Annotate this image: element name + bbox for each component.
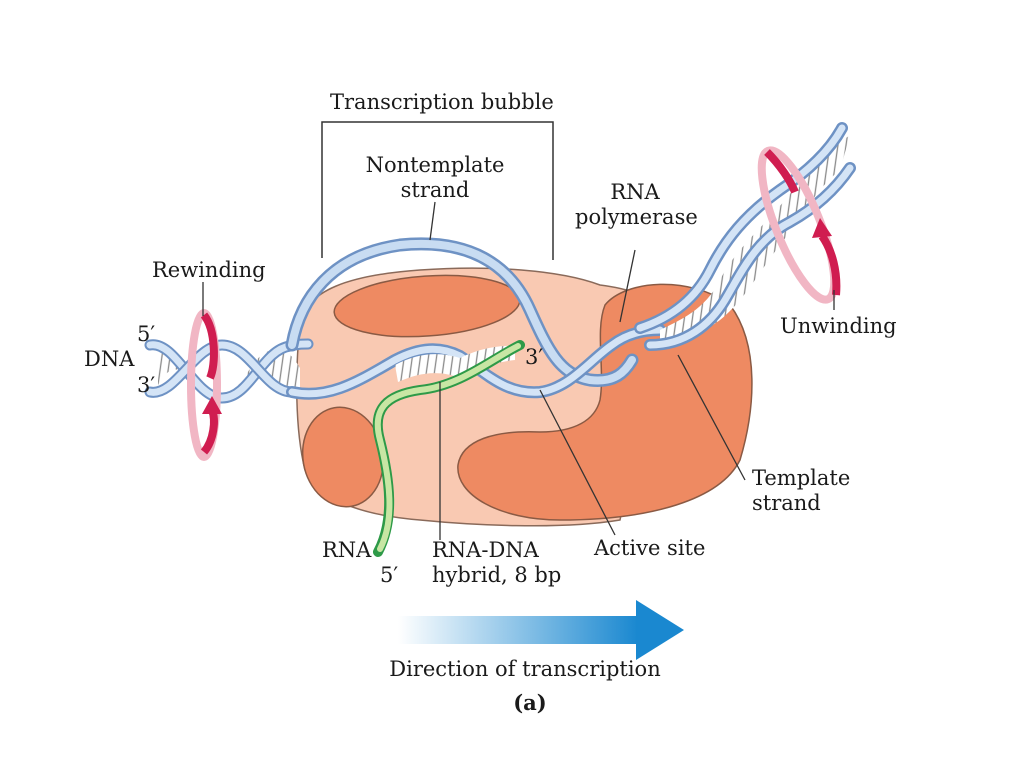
- template-leader: [677, 354, 746, 481]
- dna-five-prime-label: 5′: [137, 322, 156, 346]
- rna-polymerase-label: RNA polymerase: [575, 180, 698, 229]
- rna-polymerase-leader: [619, 249, 636, 323]
- direction-label: Direction of transcription: [389, 657, 661, 681]
- unwinding-arrow: [757, 146, 841, 304]
- direction-arrow: [398, 600, 684, 660]
- rna-three-prime-label: 3′: [525, 345, 544, 369]
- template-strand-label: Template strand: [752, 466, 851, 515]
- rna-label: RNA: [322, 538, 372, 562]
- rewinding-arrow: [187, 309, 222, 461]
- template-strand: [286, 324, 666, 400]
- dna-label: DNA: [84, 347, 135, 371]
- transcription-bubble-label: Transcription bubble: [330, 90, 554, 114]
- active-site-label: Active site: [594, 536, 706, 560]
- transcription-bubble-bracket: [321, 121, 554, 260]
- leader-lines: [202, 201, 835, 540]
- panel-label: (a): [513, 690, 547, 715]
- unwinding-label: Unwinding: [780, 314, 897, 338]
- rewinding-label: Rewinding: [152, 258, 266, 282]
- rna-five-prime-label: 5′: [380, 563, 399, 587]
- nontemplate-leader: [429, 201, 436, 241]
- rna-dna-hybrid: [395, 345, 515, 382]
- rna-dna-hybrid-label: RNA-DNA hybrid, 8 bp: [432, 538, 562, 587]
- active-site-leader: [539, 389, 616, 536]
- nontemplate-strand: [285, 237, 639, 387]
- dna-three-prime-label: 3′: [137, 373, 156, 397]
- rna-strand: [372, 340, 525, 557]
- dna-left-helix: [144, 338, 314, 404]
- nontemplate-strand-label: Nontemplate strand: [365, 153, 505, 202]
